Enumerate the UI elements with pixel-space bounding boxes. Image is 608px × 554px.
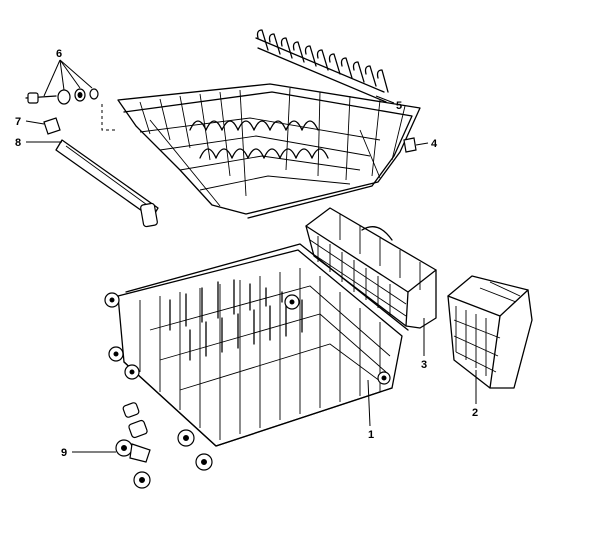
- upper-rack: [117, 29, 421, 219]
- lower-rack: [104, 243, 409, 471]
- callout-9: 9: [61, 447, 67, 459]
- callout-4: 4: [431, 138, 438, 150]
- callout-5: 5: [396, 100, 402, 112]
- rack-stop: [403, 137, 417, 153]
- callout-3: 3: [421, 359, 427, 371]
- mounting-hardware: [25, 88, 99, 105]
- rack-rail: [43, 104, 159, 228]
- callout-8: 8: [15, 137, 21, 149]
- silverware-basket: [305, 207, 437, 329]
- rack-wheels: [104, 292, 391, 471]
- cup-shelf-tines: [255, 29, 389, 103]
- callout-1: 1: [368, 429, 374, 441]
- basket-cover: [447, 275, 533, 389]
- callout-2: 2: [472, 407, 478, 419]
- leader-lines: [25, 59, 477, 453]
- wheel-assembly: [115, 402, 151, 489]
- callout-labels: 1 2 3 4 5 6 7 8 9: [15, 48, 478, 459]
- callout-7: 7: [15, 116, 21, 128]
- callout-6: 6: [56, 48, 62, 60]
